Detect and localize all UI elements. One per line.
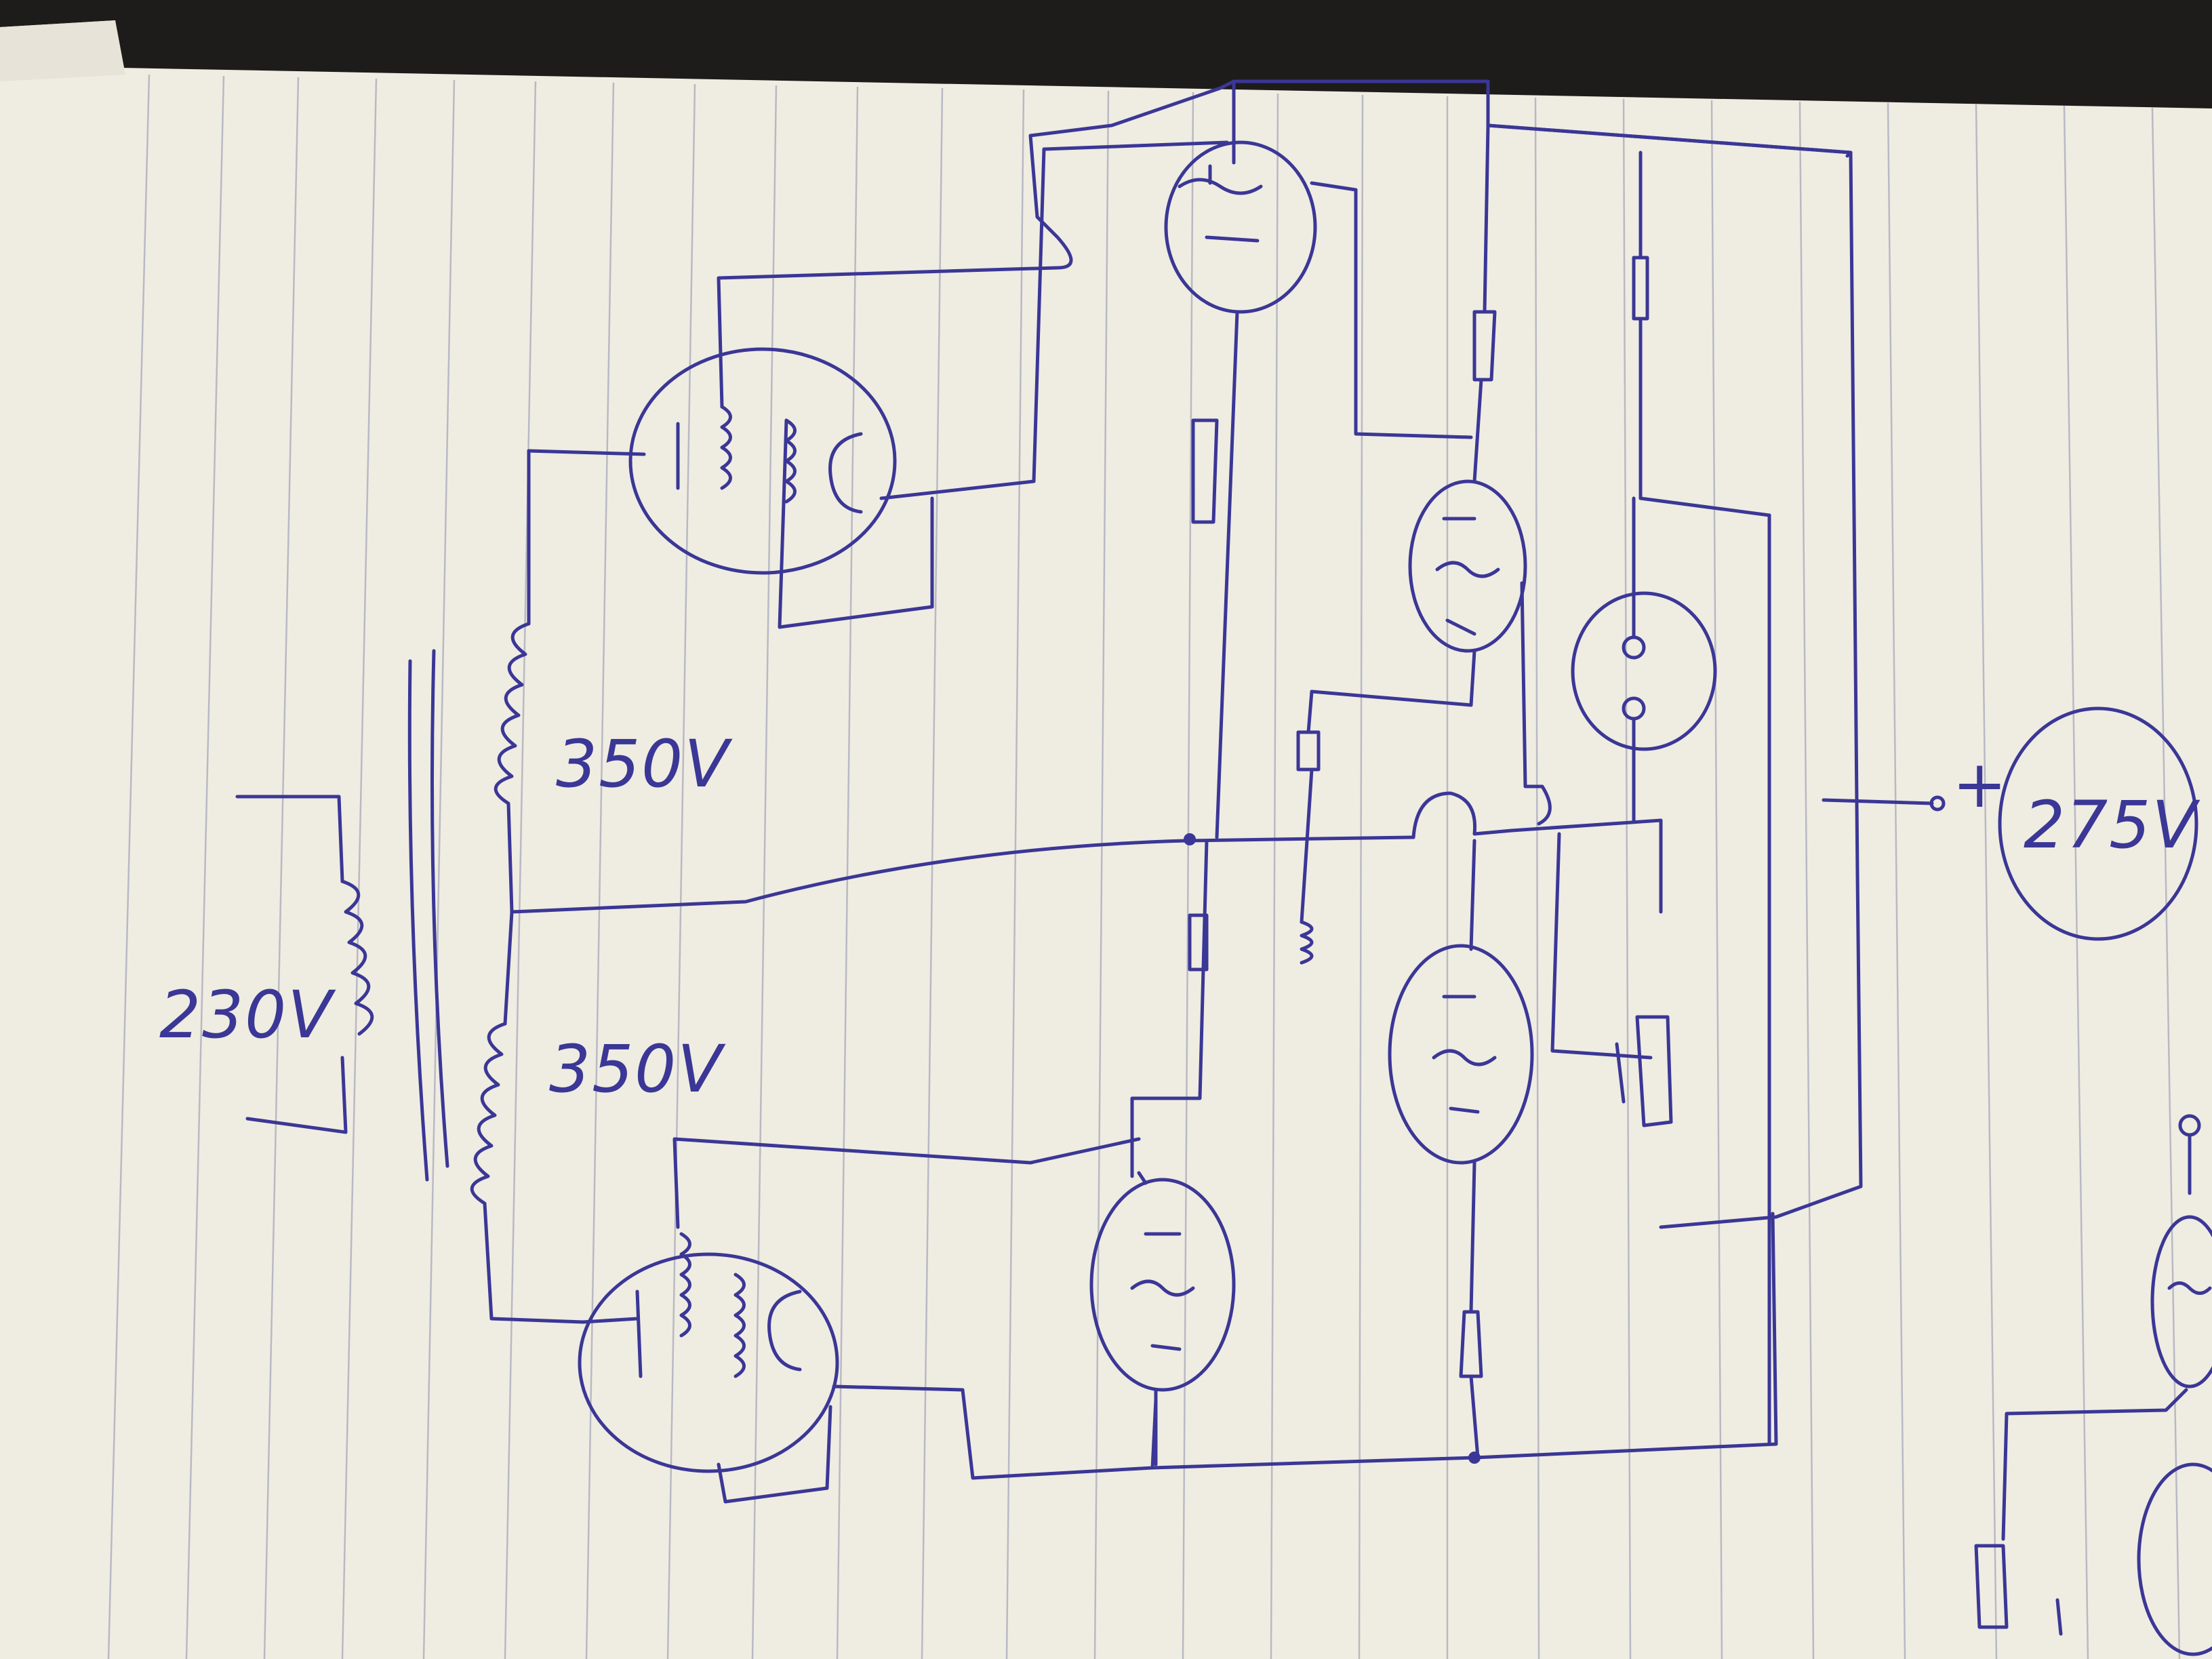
output-polarity-label: + bbox=[1952, 746, 2008, 822]
resistor-chain-right bbox=[1459, 1310, 1483, 1460]
output-shunt bbox=[1615, 1015, 1673, 1127]
output-voltage-label: 275V bbox=[2024, 787, 2200, 863]
edge-partial-sketch bbox=[1974, 1114, 2212, 1656]
secondary-upper: 350V bbox=[494, 449, 733, 914]
mains-input: 230V bbox=[159, 795, 374, 1134]
secondary-upper-label: 350V bbox=[556, 726, 733, 802]
bottom-junction bbox=[1468, 1452, 1481, 1464]
resistor-chain-left bbox=[1130, 418, 1219, 1178]
rectifier-tube-upper bbox=[527, 140, 1229, 629]
filter-tube-lower bbox=[1089, 1171, 1236, 1466]
regulator-tube-upper bbox=[1296, 479, 1552, 965]
rectifier-tube-lower bbox=[578, 1137, 1158, 1504]
notebook-page bbox=[0, 20, 2212, 1659]
ruled-lines bbox=[107, 74, 2181, 1659]
output-voltmeter: 275V bbox=[1998, 706, 2200, 941]
secondary-lower: 350V bbox=[470, 910, 726, 1324]
transformer-core bbox=[407, 649, 449, 1182]
voltage-reference-tube bbox=[1571, 496, 1717, 822]
secondary-lower-label: 350V bbox=[549, 1031, 726, 1107]
output-terminal: + bbox=[1822, 746, 2008, 822]
series-pass-tube bbox=[1028, 79, 1473, 839]
regulator-tube-lower bbox=[1388, 839, 1534, 1314]
bottom-rail bbox=[1150, 1212, 1778, 1470]
right-rail bbox=[1486, 123, 1863, 1229]
junction-dot bbox=[1184, 833, 1196, 845]
mains-voltage-label: 230V bbox=[159, 977, 336, 1053]
center-tap-wire bbox=[510, 835, 1415, 914]
